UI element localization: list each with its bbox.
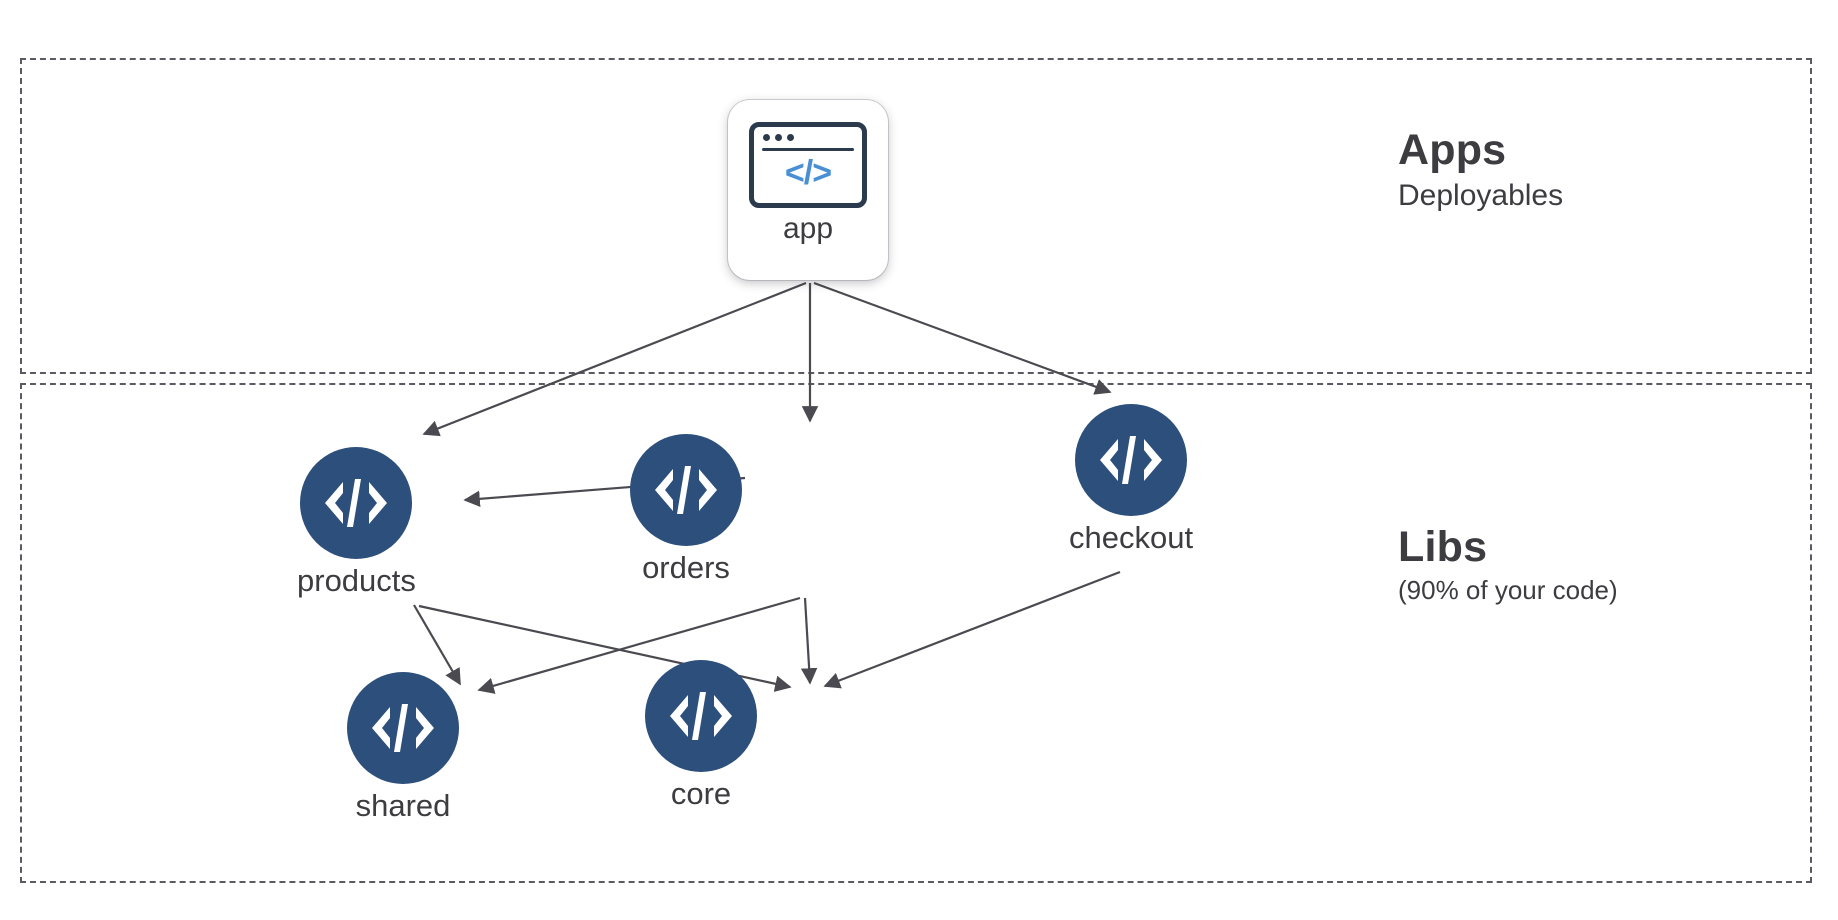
code-brackets-glyph: </> — [784, 154, 832, 192]
code-brackets-icon — [645, 660, 757, 772]
node-app[interactable]: </> app — [728, 100, 888, 280]
zone-apps-caption: Apps Deployables — [1398, 126, 1564, 214]
node-orders[interactable]: orders — [630, 434, 742, 585]
code-brackets-icon — [347, 672, 459, 784]
browser-window-code-icon: </> — [749, 122, 867, 208]
node-shared-label: shared — [355, 788, 451, 823]
code-brackets-icon — [630, 434, 742, 546]
node-core[interactable]: core — [645, 660, 757, 811]
node-orders-label: orders — [642, 550, 730, 585]
node-products[interactable]: products — [297, 447, 416, 598]
code-brackets-icon — [300, 447, 413, 559]
code-brackets-icon — [1075, 404, 1188, 516]
node-app-label: app — [782, 212, 834, 245]
browser-titlebar-rule — [762, 148, 854, 151]
node-shared[interactable]: shared — [347, 672, 459, 823]
zone-apps-title: Apps — [1398, 126, 1507, 174]
node-checkout[interactable]: checkout — [1069, 404, 1193, 555]
node-products-label: products — [297, 563, 416, 598]
zone-apps-boundary — [20, 58, 1812, 374]
zone-apps-subtitle: Deployables — [1398, 178, 1564, 212]
zone-libs-boundary — [20, 383, 1812, 883]
node-checkout-label: checkout — [1069, 520, 1194, 555]
browser-dots-icon — [763, 134, 794, 141]
zone-libs-subtitle: (90% of your code) — [1398, 574, 1618, 605]
zone-libs-caption: Libs (90% of your code) — [1398, 523, 1618, 606]
zone-libs-title: Libs — [1398, 523, 1488, 571]
node-core-label: core — [670, 776, 732, 811]
